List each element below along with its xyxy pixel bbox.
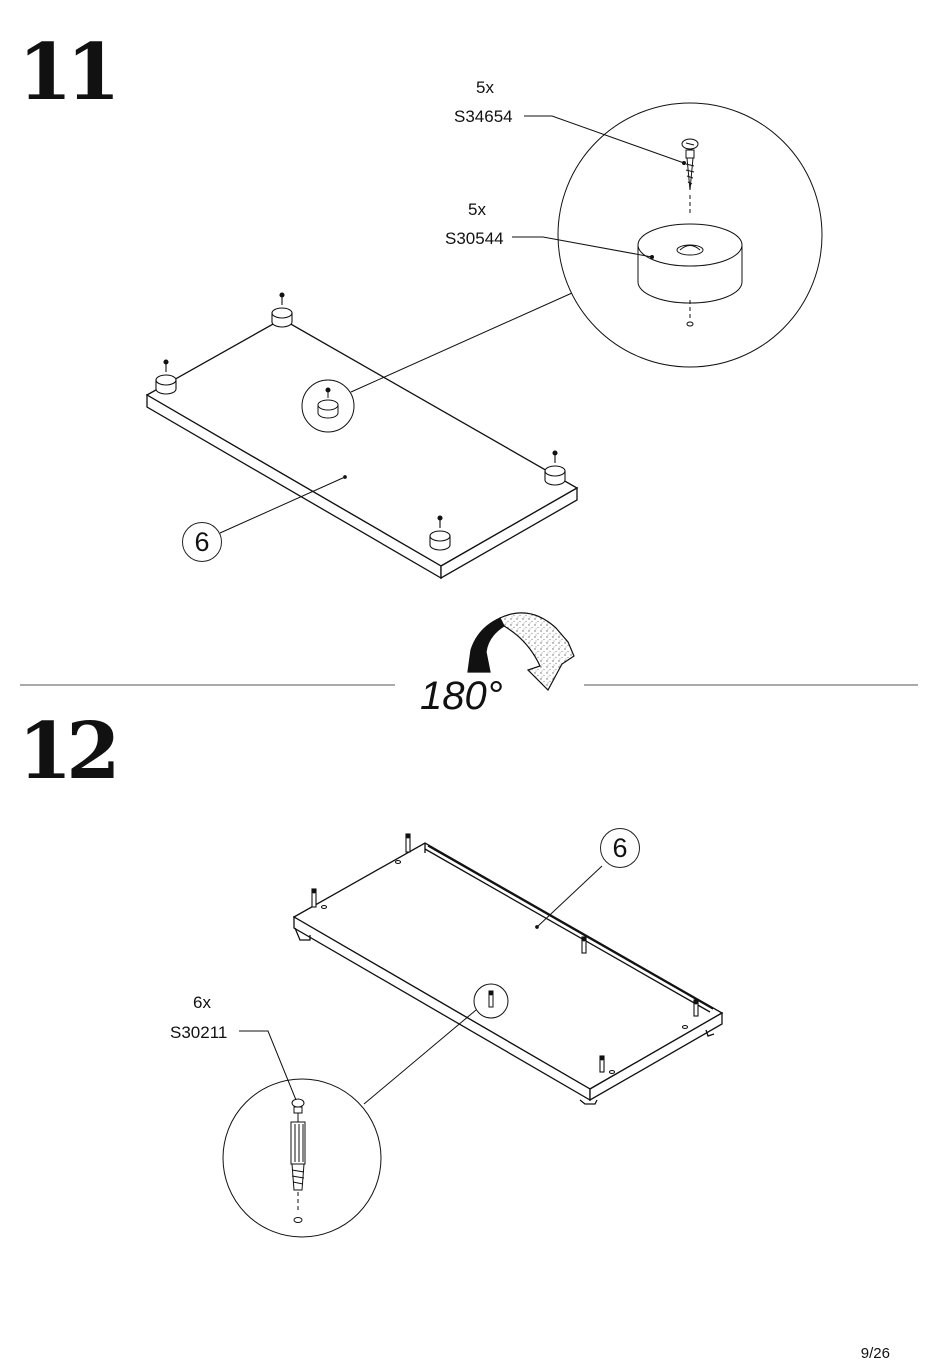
- part-code: S30211: [170, 1024, 227, 1041]
- rotation-label: 180°: [420, 676, 503, 716]
- panel-label: 6: [182, 522, 222, 562]
- part-quantity: 5x: [476, 79, 494, 96]
- panel-leader-step12: [537, 866, 602, 927]
- part-quantity: 6x: [193, 994, 211, 1011]
- detail-callout-large-step12: [223, 1031, 381, 1237]
- step-number: 12: [18, 713, 115, 791]
- detail-callout-large-step11: [512, 103, 822, 367]
- part-code: S34654: [454, 108, 513, 125]
- board-step12: [294, 843, 722, 1104]
- page-number: 9/26: [861, 1345, 890, 1361]
- part-quantity: 5x: [468, 201, 486, 218]
- step-number: 11: [18, 34, 115, 112]
- part-code: S30544: [445, 230, 504, 247]
- panel-label: 6: [600, 828, 640, 868]
